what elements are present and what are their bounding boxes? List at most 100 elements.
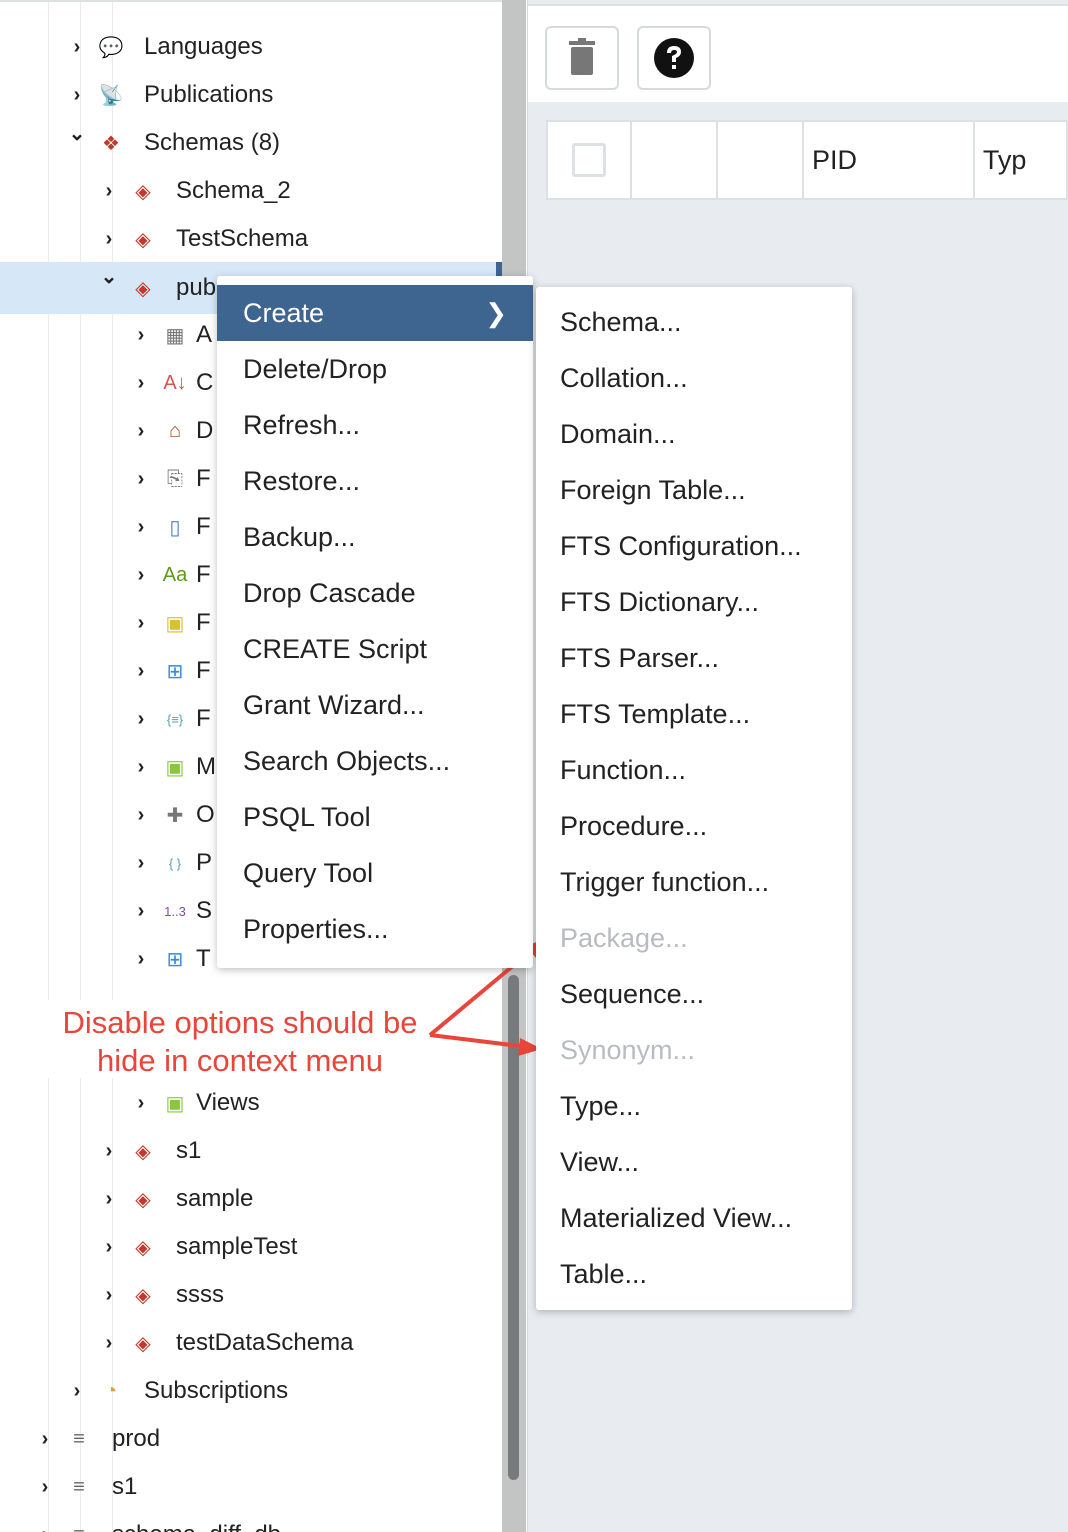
chevron-right-icon[interactable]: ›	[137, 851, 145, 874]
menu-item-label: Restore...	[243, 465, 361, 496]
tree-node[interactable]: ›✚O	[0, 791, 502, 839]
submenu-item-fts-configuration[interactable]: FTS Configuration...	[536, 518, 852, 574]
chevron-right-icon[interactable]: ›	[137, 659, 145, 682]
context-menu-item-create-script[interactable]: CREATE Script	[217, 621, 533, 677]
chevron-right-icon[interactable]: ›	[137, 707, 145, 730]
tree-node[interactable]: ›⎘F	[0, 455, 502, 503]
submenu-item-fts-template[interactable]: FTS Template...	[536, 686, 852, 742]
tree-node[interactable]: ›⊞F	[0, 647, 502, 695]
submenu-item-fts-parser[interactable]: FTS Parser...	[536, 630, 852, 686]
chevron-right-icon[interactable]: ›	[105, 227, 113, 250]
chevron-right-icon[interactable]: ›	[41, 1475, 49, 1498]
context-menu-item-search-objects[interactable]: Search Objects...	[217, 733, 533, 789]
chevron-right-icon[interactable]: ›	[137, 899, 145, 922]
tree-node[interactable]: ›▣Views	[0, 1079, 502, 1127]
submenu-item-fts-dictionary[interactable]: FTS Dictionary...	[536, 574, 852, 630]
chevron-down-icon[interactable]: ⌄	[68, 123, 86, 145]
chevron-right-icon[interactable]: ›	[137, 323, 145, 346]
context-menu-item-grant-wizard[interactable]: Grant Wizard...	[217, 677, 533, 733]
fts-parsers-icon: Aa	[162, 563, 188, 586]
tree-node[interactable]: ›◈s1	[0, 1127, 502, 1175]
context-menu-item-backup[interactable]: Backup...	[217, 509, 533, 565]
chevron-down-icon[interactable]: ⌄	[100, 266, 118, 288]
chevron-right-icon[interactable]: ›	[105, 1283, 113, 1306]
submenu-item-domain[interactable]: Domain...	[536, 406, 852, 462]
chevron-right-icon[interactable]: ›	[137, 563, 145, 586]
chevron-right-icon[interactable]: ›	[137, 1091, 145, 1114]
grid-column-header[interactable]	[718, 122, 805, 198]
tree-node[interactable]: ›≡schema_diff_db	[0, 1511, 502, 1532]
submenu-item-table[interactable]: Table...	[536, 1246, 852, 1302]
tree-node[interactable]: ›≡prod	[0, 1415, 502, 1463]
submenu-item-view[interactable]: View...	[536, 1134, 852, 1190]
tree-node[interactable]: ›A↓C	[0, 359, 502, 407]
chevron-right-icon[interactable]: ›	[105, 1235, 113, 1258]
chevron-right-icon[interactable]: ›	[137, 419, 145, 442]
tree-node[interactable]: ›{≡}F	[0, 695, 502, 743]
grid-column-header-type[interactable]: Typ	[982, 144, 1027, 175]
submenu-item-foreign-table[interactable]: Foreign Table...	[536, 462, 852, 518]
context-menu-item-delete-drop[interactable]: Delete/Drop	[217, 341, 533, 397]
submenu-item-trigger-function[interactable]: Trigger function...	[536, 854, 852, 910]
tree-node[interactable]: ›💬Languages	[0, 23, 502, 71]
submenu-item-function[interactable]: Function...	[536, 742, 852, 798]
chevron-right-icon[interactable]: ›	[73, 35, 81, 58]
chevron-right-icon[interactable]: ›	[105, 1331, 113, 1354]
tree-node[interactable]: ›◈testDataSchema	[0, 1319, 502, 1367]
chevron-right-icon[interactable]: ›	[41, 1427, 49, 1450]
chevron-right-icon[interactable]: ›	[105, 1187, 113, 1210]
context-menu-item-restore[interactable]: Restore...	[217, 453, 533, 509]
chevron-right-icon[interactable]: ›	[137, 947, 145, 970]
tree-node[interactable]: ›▣M	[0, 743, 502, 791]
chevron-right-icon[interactable]: ›	[137, 467, 145, 490]
chevron-right-icon[interactable]: ›	[73, 1379, 81, 1402]
select-all-checkbox[interactable]	[572, 143, 607, 177]
tree-node[interactable]: ›◈TestSchema	[0, 215, 502, 263]
languages-icon: 💬	[98, 36, 124, 59]
chevron-right-icon[interactable]: ›	[73, 83, 81, 106]
context-menu-item-drop-cascade[interactable]: Drop Cascade	[217, 565, 533, 621]
submenu-item-type[interactable]: Type...	[536, 1078, 852, 1134]
menu-item-label: Collation...	[560, 362, 688, 393]
chevron-right-icon[interactable]: ›	[137, 755, 145, 778]
grid-column-header-pid[interactable]: PID	[804, 122, 975, 198]
chevron-right-icon[interactable]: ›	[137, 515, 145, 538]
context-menu-item-refresh[interactable]: Refresh...	[217, 397, 533, 453]
chevron-right-icon[interactable]: ›	[105, 1139, 113, 1162]
tree-node[interactable]: ›◔Subscriptions	[0, 1367, 502, 1415]
grid-column-header[interactable]	[632, 122, 719, 198]
tree-scrollbar-thumb[interactable]	[508, 975, 519, 1480]
tree-node[interactable]: ›▣F	[0, 599, 502, 647]
chevron-right-icon[interactable]: ›	[137, 803, 145, 826]
chevron-right-icon[interactable]: ›	[35, 1524, 55, 1532]
submenu-item-collation[interactable]: Collation...	[536, 350, 852, 406]
context-menu-item-query-tool[interactable]: Query Tool	[217, 845, 533, 901]
chevron-right-icon[interactable]: ›	[105, 179, 113, 202]
tree-node[interactable]: ›≡s1	[0, 1463, 502, 1511]
tree-node[interactable]: ›⌂D	[0, 407, 502, 455]
delete-button[interactable]	[545, 26, 619, 90]
context-menu-item-properties[interactable]: Properties...	[217, 901, 533, 957]
submenu-item-sequence[interactable]: Sequence...	[536, 966, 852, 1022]
context-menu-item-psql-tool[interactable]: PSQL Tool	[217, 789, 533, 845]
tree-node[interactable]: ›◈sample	[0, 1175, 502, 1223]
tree-node[interactable]: ›◈Schema_2	[0, 167, 502, 215]
tree-node[interactable]: ›📡Publications	[0, 71, 502, 119]
submenu-item-schema[interactable]: Schema...	[536, 294, 852, 350]
tree-node[interactable]: ›▦A	[0, 311, 502, 359]
chevron-right-icon[interactable]: ›	[137, 371, 145, 394]
submenu-item-materialized-view[interactable]: Materialized View...	[536, 1190, 852, 1246]
tree-node[interactable]: ›◈sampleTest	[0, 1223, 502, 1271]
tree-node[interactable]: ›▯F	[0, 503, 502, 551]
help-button[interactable]	[637, 26, 711, 90]
submenu-item-procedure[interactable]: Procedure...	[536, 798, 852, 854]
tree-node[interactable]: ›{ }P	[0, 839, 502, 887]
tree-node[interactable]: ⌄❖Schemas (8)	[0, 119, 502, 167]
chevron-right-icon[interactable]: ›	[137, 611, 145, 634]
context-menu-item-create[interactable]: Create❯	[217, 285, 533, 341]
tree-node[interactable]: ›◈ssss	[0, 1271, 502, 1319]
select-all-checkbox-cell[interactable]	[548, 122, 633, 198]
tree-node[interactable]: ›⊞T	[0, 935, 502, 983]
